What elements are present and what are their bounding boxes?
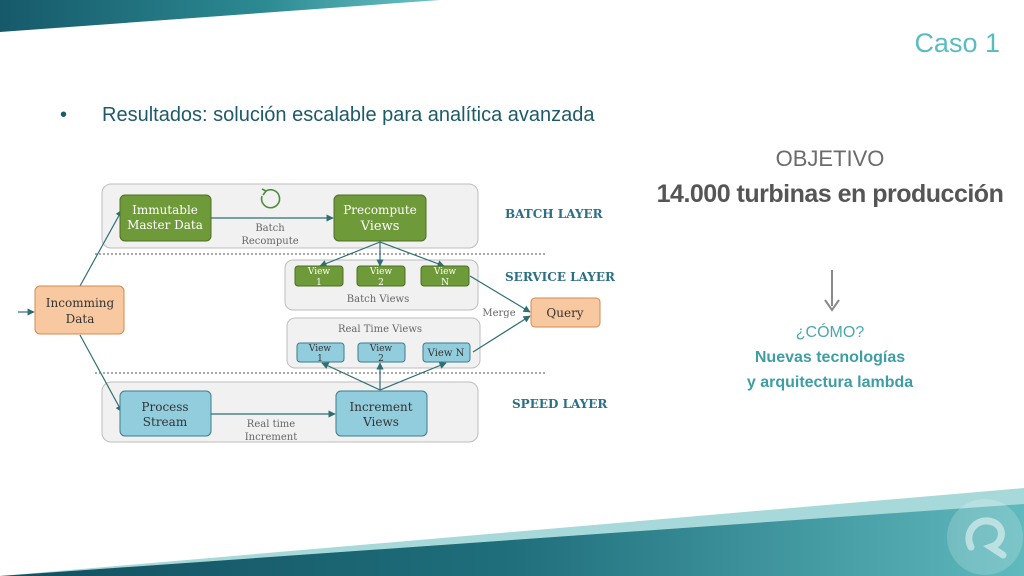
objective-label: OBJETIVO xyxy=(775,146,885,171)
batch-view-n xyxy=(420,265,470,287)
increment-views-node xyxy=(335,390,428,437)
refresh-icon xyxy=(260,188,281,209)
query-label: Query xyxy=(546,306,583,320)
immutable-label-line1: Immutable xyxy=(132,203,198,217)
incoming-data-node xyxy=(34,285,125,335)
objective-value: 14.000 turbinas en producción xyxy=(656,180,1004,208)
real-time-increment-label-line2: Increment xyxy=(245,432,298,443)
batch-view-2 xyxy=(356,265,406,287)
batch-view-2-number: 2 xyxy=(378,278,384,288)
rt-view-1-label: View xyxy=(308,344,332,354)
service-layer-title: SERVICE LAYER xyxy=(505,270,616,284)
rt-view-n xyxy=(422,342,471,363)
answer-line-2: y arquitectura lambda xyxy=(746,374,914,391)
batch-recompute-label-line2: Recompute xyxy=(241,236,298,247)
merge-label: Merge xyxy=(482,308,515,319)
slide-title: Caso 1 xyxy=(914,28,1000,58)
precompute-views-node xyxy=(333,194,427,242)
batch-recompute-label-line1: Batch xyxy=(255,223,285,234)
bullet-text: Resultados: solución escalable para anal… xyxy=(102,104,595,126)
batch-view-1 xyxy=(294,265,344,287)
rt-view-2-label: View xyxy=(369,344,393,354)
batch-views-label: Batch Views xyxy=(347,294,409,305)
precompute-label-line1: Precompute xyxy=(343,203,417,217)
bottom-band xyxy=(0,504,1024,576)
batch-view-2-label: View xyxy=(369,267,393,277)
bullet-icon: • xyxy=(60,104,68,126)
speed-layer-title: SPEED LAYER xyxy=(512,397,608,411)
logo-icon xyxy=(947,499,1023,575)
batch-view-n-label: View xyxy=(433,267,457,277)
increment-label-line1: Increment xyxy=(349,400,412,414)
incoming-data-label-line2: Data xyxy=(66,312,95,326)
incoming-data-label-line1: Incomming xyxy=(46,296,115,310)
rt-view-2 xyxy=(357,342,406,363)
batch-layer-title: BATCH LAYER xyxy=(505,207,604,221)
rt-view-1 xyxy=(296,342,345,363)
process-label-line2: Stream xyxy=(143,415,188,429)
rt-view-n-label: View N xyxy=(427,348,465,359)
arrow-down-icon xyxy=(824,270,840,312)
query-node xyxy=(530,297,601,328)
batch-view-1-number: 1 xyxy=(316,278,322,288)
increment-label-line2: Views xyxy=(362,415,399,429)
answer-line-1: Nuevas tecnologías xyxy=(754,349,906,366)
connectors xyxy=(18,209,531,418)
top-band xyxy=(0,0,440,32)
immutable-master-data-node xyxy=(119,194,212,242)
rt-view-1-number: 1 xyxy=(317,354,323,364)
batch-view-1-label: View xyxy=(307,267,331,277)
rt-view-2-number: 2 xyxy=(378,354,384,364)
como-question: ¿CÓMO? xyxy=(795,324,865,341)
immutable-label-line2: Master Data xyxy=(127,218,203,232)
precompute-label-line2: Views xyxy=(360,219,400,234)
batch-view-n-number: N xyxy=(441,278,449,288)
real-time-increment-label-line1: Real time xyxy=(247,419,295,430)
process-stream-node xyxy=(119,390,212,437)
real-time-views-label: Real Time Views xyxy=(338,324,422,335)
process-label-line1: Process xyxy=(141,400,188,414)
